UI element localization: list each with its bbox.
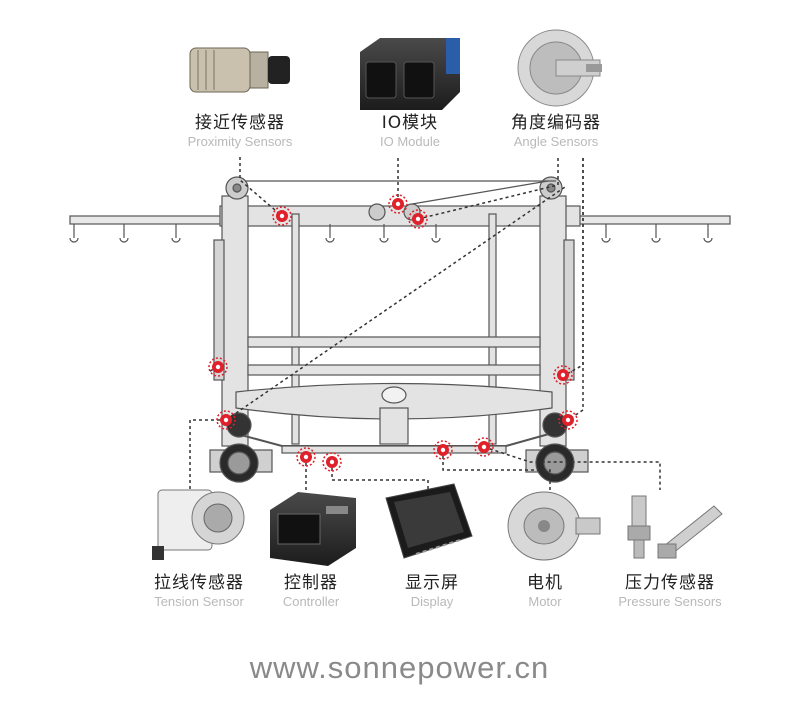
label-en: Display: [410, 594, 454, 609]
proximity-sensor-icon: [189, 47, 290, 93]
leader-lines: [189, 157, 661, 490]
label-zh: 拉线传感器: [154, 573, 244, 593]
label-zh: 显示屏: [405, 573, 459, 593]
sensor-markers: [208, 194, 578, 472]
boom-nozzles: [69, 224, 713, 243]
label-en: Tension Sensor: [154, 594, 244, 609]
sensor-marker: [558, 410, 578, 430]
sensor-marker: [322, 452, 342, 472]
pressure-sensor-icon: [627, 495, 723, 559]
label-zh: 电机: [527, 573, 563, 593]
label-io-module: IO模块 IO Module: [380, 112, 440, 150]
sensor-marker: [474, 437, 494, 457]
label-zh: IO模块: [381, 113, 439, 133]
label-en: Pressure Sensors: [618, 594, 722, 609]
label-en: Controller: [282, 594, 340, 609]
label-zh: 接近传感器: [195, 113, 285, 133]
label-zh: 压力传感器: [624, 573, 715, 593]
sensor-marker: [433, 440, 453, 460]
angle-encoder-icon: [517, 29, 602, 107]
io-module-icon: [360, 38, 460, 110]
sensor-marker: [408, 209, 428, 229]
label-en: Motor: [528, 594, 562, 609]
label-controller: 控制器 Controller: [283, 572, 339, 610]
website-url: www.sonnepower.cn: [249, 650, 550, 685]
tension-sensor-icon: [152, 489, 245, 560]
label-en: IO Module: [380, 134, 440, 149]
display-icon: [385, 483, 473, 559]
label-tension-sensor: 拉线传感器 Tension Sensor: [154, 572, 244, 610]
label-angle-sensors: 角度编码器 Angle Sensors: [511, 112, 601, 150]
sensor-marker: [388, 194, 408, 214]
label-zh: 控制器: [283, 573, 338, 593]
label-display: 显示屏 Display: [405, 572, 459, 610]
label-en: Angle Sensors: [513, 134, 599, 149]
motor-icon: [507, 491, 601, 561]
controller-icon: [270, 492, 356, 566]
sensor-marker: [553, 365, 573, 385]
label-en: Proximity Sensors: [187, 134, 293, 149]
label-zh: 角度编码器: [511, 113, 601, 133]
label-pressure-sensors: 压力传感器 Pressure Sensors: [618, 572, 721, 610]
sensor-marker: [296, 447, 316, 467]
sensor-marker: [208, 357, 228, 377]
label-motor: 电机 Motor: [527, 572, 563, 610]
frame-structure: [69, 176, 731, 483]
sensor-marker: [216, 410, 236, 430]
label-proximity-sensors: 接近传感器 Proximity Sensors: [188, 112, 293, 150]
sensor-marker: [272, 206, 292, 226]
